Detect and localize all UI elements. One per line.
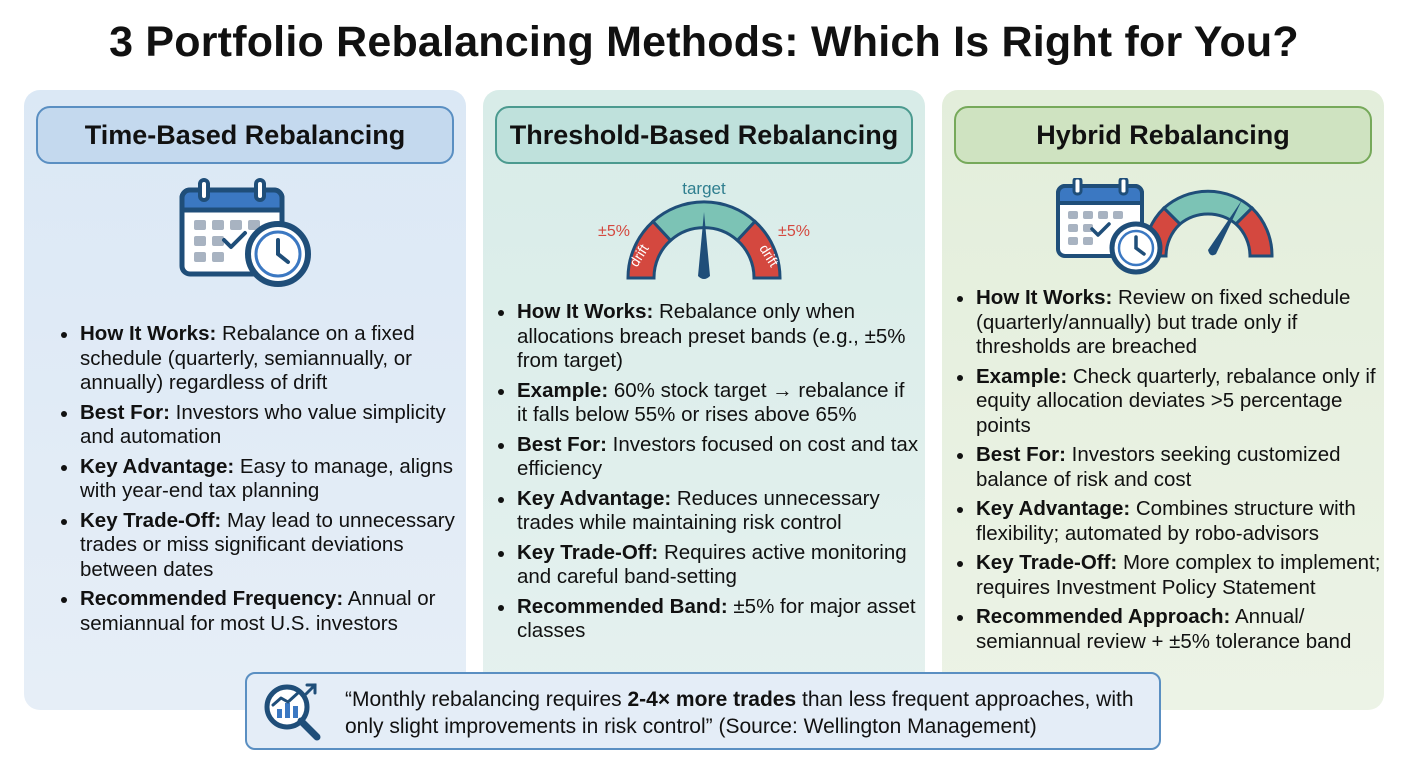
time-based-bullets: How It Works: Rebalance on a fixed sched… xyxy=(58,322,458,641)
gauge-left-band: ±5% xyxy=(598,223,630,240)
list-item: Best For: Investors focused on cost and … xyxy=(495,433,920,482)
list-item: Best For: Investors who value simplicity… xyxy=(58,401,458,450)
time-based-title: Time-Based Rebalancing xyxy=(36,106,454,164)
hybrid-bullets: How It Works: Review on fixed schedule (… xyxy=(954,286,1384,659)
hybrid-panel: Hybrid Rebalancing How xyxy=(942,90,1384,710)
list-item: Recommended Approach: Annual/ semiannual… xyxy=(954,605,1384,654)
page-title: 3 Portfolio Rebalancing Methods: Which I… xyxy=(109,18,1299,66)
quote-box: “Monthly rebalancing requires 2-4× more … xyxy=(245,672,1161,750)
clock-icon xyxy=(1109,221,1163,275)
quote-text: “Monthly rebalancing requires 2-4× more … xyxy=(345,688,1134,738)
calendar-clock-icon xyxy=(179,178,311,287)
list-item: How It Works: Rebalance only when alloca… xyxy=(495,300,920,374)
list-item: How It Works: Rebalance on a fixed sched… xyxy=(58,322,458,396)
list-item: Best For: Investors seeking customized b… xyxy=(954,443,1384,492)
list-item: Key Advantage: Reduces unnecessary trade… xyxy=(495,487,920,536)
hybrid-title: Hybrid Rebalancing xyxy=(954,106,1372,164)
gauge-target-label: target xyxy=(682,179,726,198)
list-item: Recommended Frequency: Annual or semiann… xyxy=(58,587,458,636)
gauge-icon xyxy=(1142,189,1274,258)
list-item: Key Trade-Off: Requires active monitorin… xyxy=(495,541,920,590)
calendar-icon xyxy=(179,178,285,277)
threshold-based-panel: Threshold-Based Rebalancing target ±5% ±… xyxy=(483,90,925,710)
list-item: Key Trade-Off: May lead to unnecessary t… xyxy=(58,509,458,583)
threshold-based-bullets: How It Works: Rebalance only when alloca… xyxy=(495,300,920,649)
gauge-right-band: ±5% xyxy=(778,223,810,240)
threshold-based-title: Threshold-Based Rebalancing xyxy=(495,106,913,164)
magnifier-chart-icon xyxy=(264,683,321,741)
list-item: How It Works: Review on fixed schedule (… xyxy=(954,286,1384,360)
calendar-gauge-icon xyxy=(1056,178,1274,275)
time-based-panel: Time-Based Rebalancing How It Works: Reb… xyxy=(24,90,466,710)
gauge-icon: target ±5% ±5% drift drift xyxy=(598,179,810,280)
list-item: Example: Check quarterly, rebalance only… xyxy=(954,365,1384,439)
list-item: Key Advantage: Combines structure with f… xyxy=(954,497,1384,546)
list-item: Recommended Band: ±5% for major asset cl… xyxy=(495,595,920,644)
list-item: Key Trade-Off: More complex to implement… xyxy=(954,551,1384,600)
clock-icon xyxy=(245,221,311,287)
list-item: Key Advantage: Easy to manage, aligns wi… xyxy=(58,455,458,504)
list-item: Example: 60% stock target → rebalance if… xyxy=(495,379,920,428)
